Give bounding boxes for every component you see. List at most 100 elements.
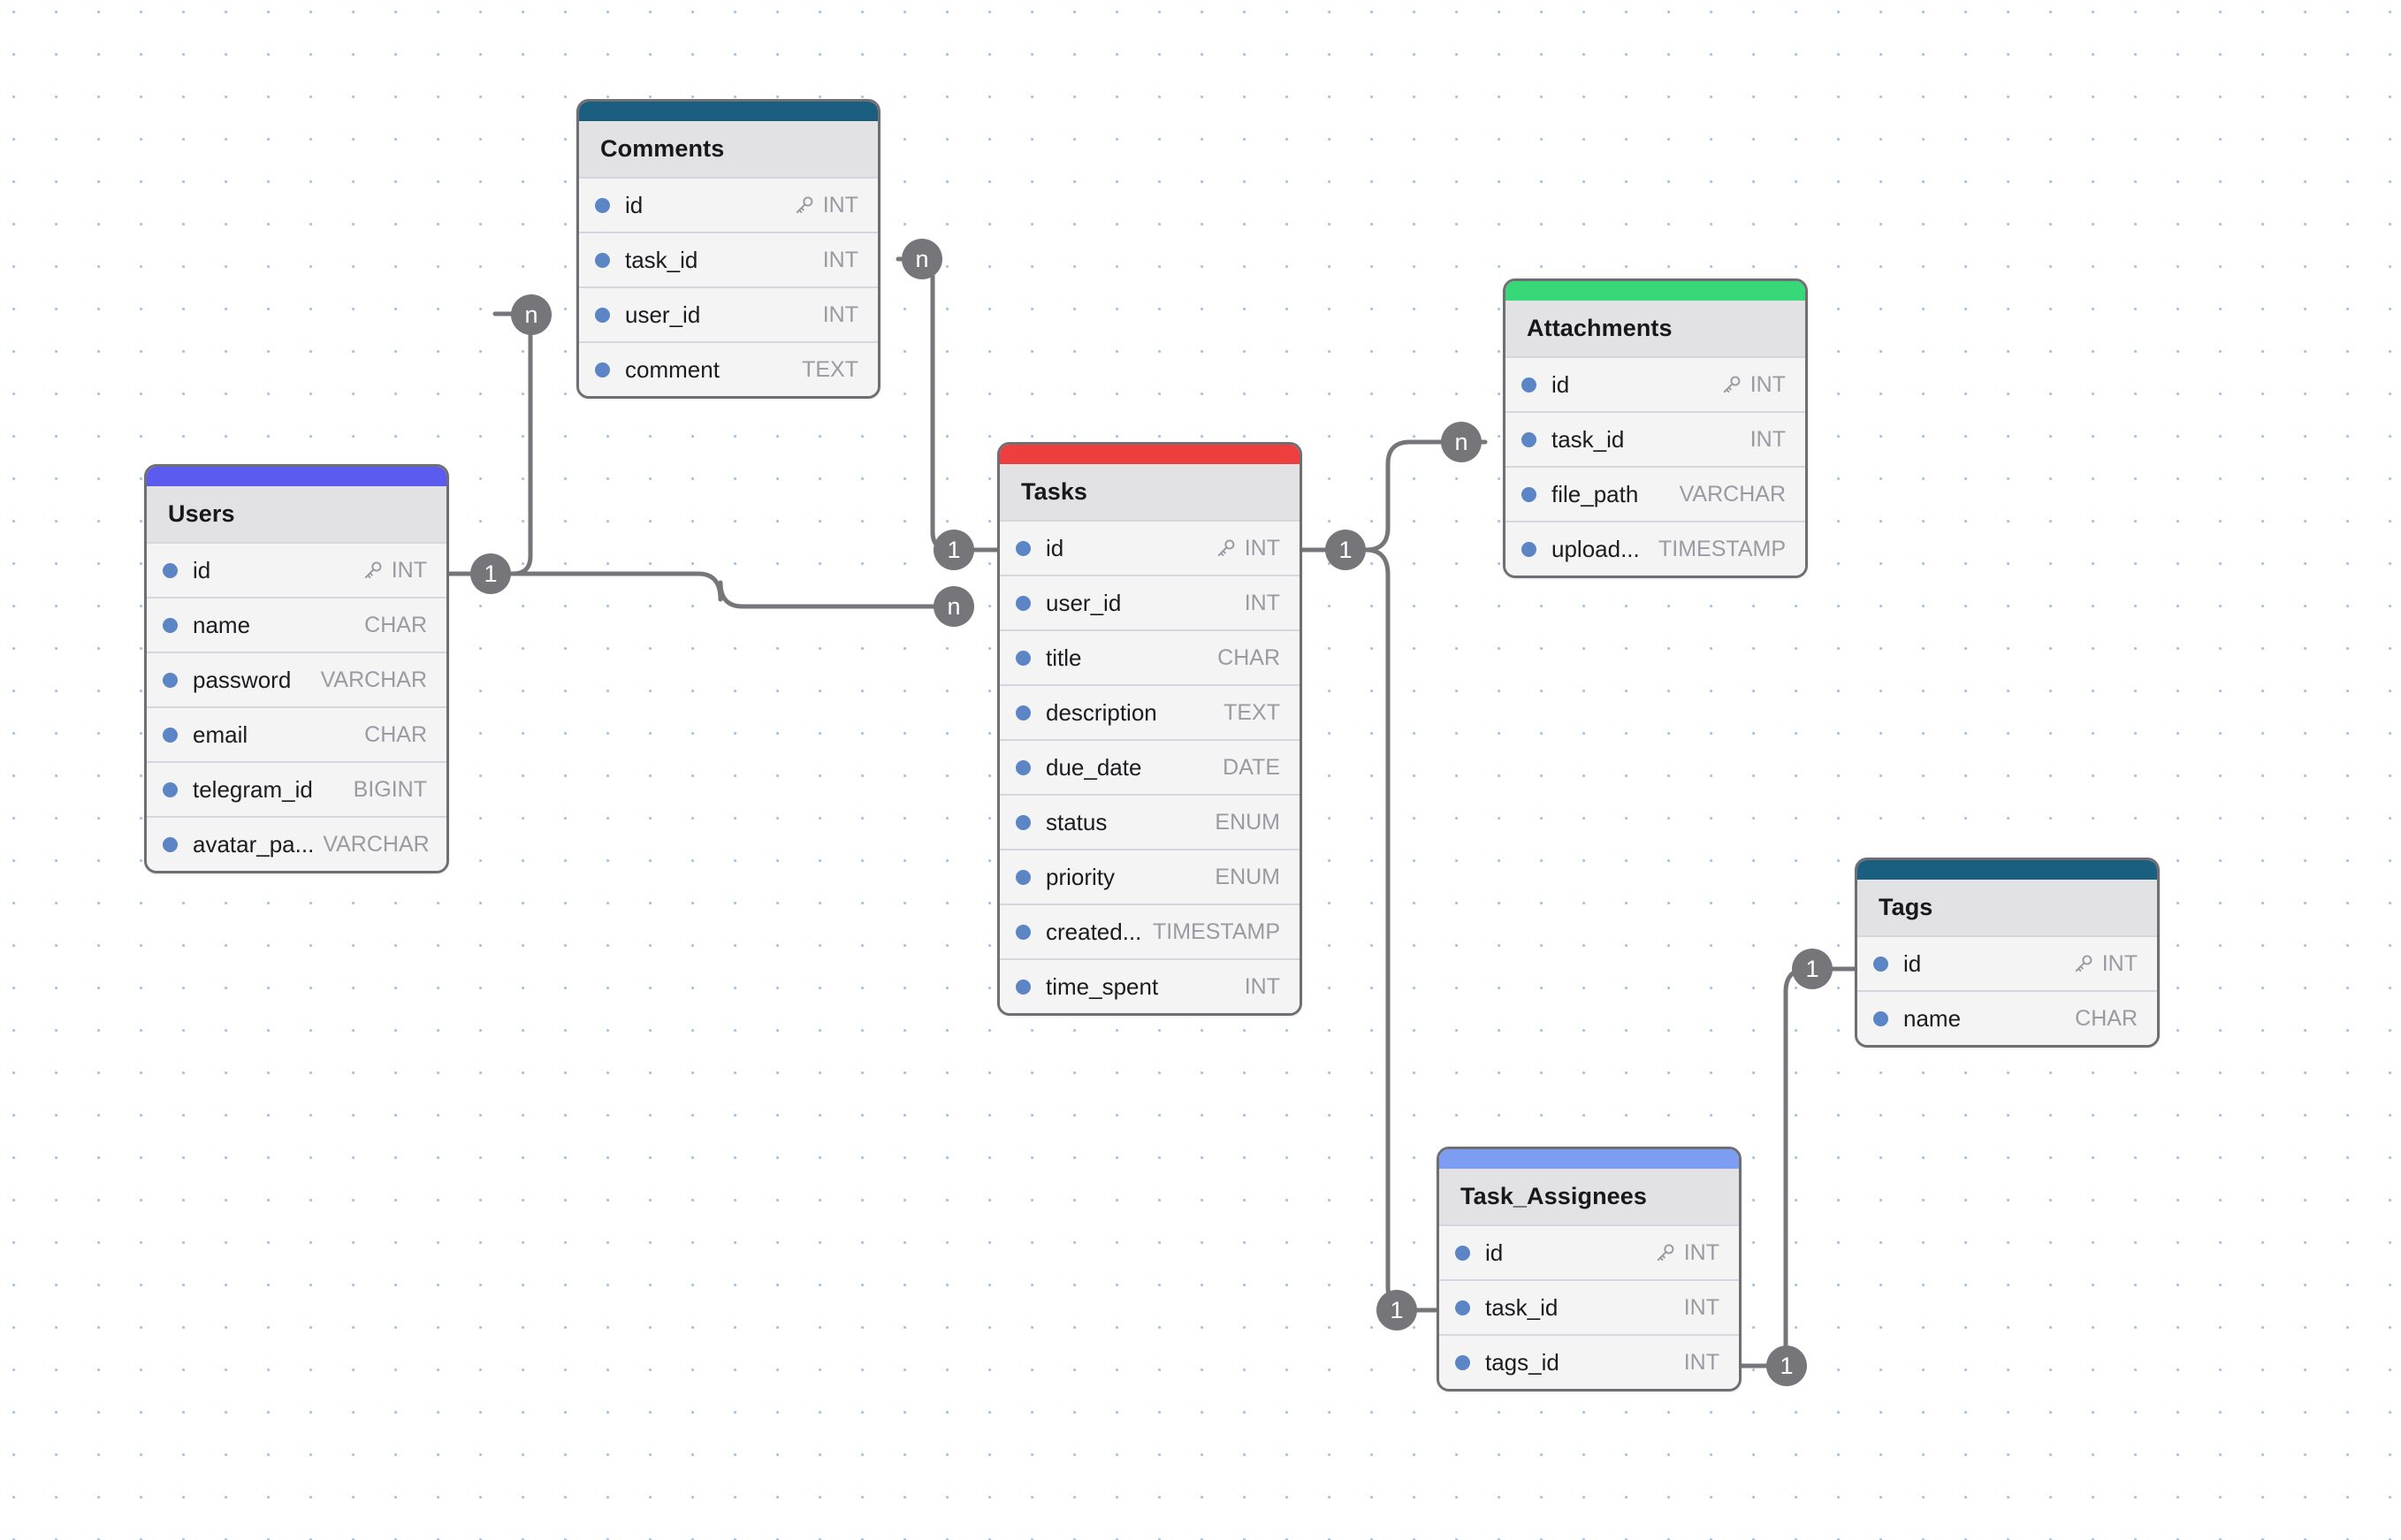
field-row-status[interactable]: status ENUM: [1000, 794, 1300, 849]
field-meta: TIMESTAMP: [1658, 537, 1786, 562]
field-type: INT: [1683, 1349, 1719, 1375]
badge-assignees-task-1: 1: [1376, 1290, 1417, 1330]
field-name: user_id: [625, 301, 701, 328]
field-type: INT: [1749, 371, 1786, 397]
field-meta: VARCHAR: [323, 832, 429, 858]
field-name: avatar_pa...: [193, 830, 315, 858]
field-meta: CHAR: [364, 613, 427, 638]
field-meta: INT: [793, 193, 858, 218]
field-name: file_path: [1551, 480, 1639, 507]
field-type: BIGINT: [353, 776, 427, 802]
field-row-priority[interactable]: priority ENUM: [1000, 849, 1300, 903]
field-name: priority: [1046, 863, 1116, 890]
field-bullet-icon: [1521, 431, 1536, 447]
field-meta: INT: [1215, 536, 1280, 561]
field-type: INT: [2101, 950, 2138, 976]
field-meta: ENUM: [1215, 810, 1280, 835]
table-accent-bar: [1439, 1149, 1739, 1169]
field-row-user_id[interactable]: user_id INT: [579, 286, 878, 341]
field-type: INT: [1683, 1294, 1719, 1320]
field-bullet-icon: [1521, 486, 1536, 502]
field-bullet-icon: [595, 252, 610, 268]
field-row-title[interactable]: title CHAR: [1000, 629, 1300, 684]
table-accent-bar: [579, 102, 878, 121]
table-title: Attachments: [1505, 301, 1805, 356]
field-row-file_path[interactable]: file_path VARCHAR: [1505, 466, 1805, 521]
field-bullet-icon: [163, 727, 178, 743]
field-meta: BIGINT: [354, 777, 427, 803]
table-accent-bar: [147, 467, 446, 486]
field-name: id: [625, 191, 644, 218]
field-row-created[interactable]: created... TIMESTAMP: [1000, 903, 1300, 958]
field-name: id: [193, 556, 211, 583]
field-row-avatar_pa[interactable]: avatar_pa... VARCHAR: [147, 816, 446, 871]
field-type: INT: [822, 192, 858, 217]
field-name: id: [1903, 949, 1922, 977]
field-row-id[interactable]: id INT: [1857, 935, 2157, 990]
field-meta: ENUM: [1215, 865, 1280, 890]
field-meta: INT: [823, 302, 858, 328]
field-name: id: [1485, 1239, 1504, 1266]
field-type: DATE: [1223, 754, 1280, 780]
field-name: time_spent: [1046, 972, 1159, 1000]
table-accent-bar: [1505, 281, 1805, 301]
field-bullet-icon: [1455, 1354, 1470, 1370]
badge-attachments-task-n: n: [1441, 422, 1482, 462]
field-type: TEXT: [1223, 699, 1280, 725]
field-bullet-icon: [1016, 540, 1031, 556]
field-row-id[interactable]: id INT: [1000, 520, 1300, 575]
field-type: TEXT: [802, 356, 858, 382]
badge-users-id-1: 1: [470, 553, 511, 594]
field-meta: INT: [1245, 974, 1280, 1000]
field-meta: VARCHAR: [321, 667, 427, 693]
primary-key-icon: [1657, 1244, 1674, 1262]
field-meta: INT: [2072, 951, 2138, 977]
field-type: TIMESTAMP: [1153, 919, 1280, 944]
field-bullet-icon: [595, 307, 610, 323]
field-type: INT: [822, 247, 858, 272]
badge-tasks-id-left-1: 1: [934, 530, 974, 570]
field-meta: VARCHAR: [1680, 482, 1786, 507]
field-row-password[interactable]: password VARCHAR: [147, 652, 446, 706]
field-meta: TEXT: [802, 357, 858, 383]
field-row-time_spent[interactable]: time_spent INT: [1000, 958, 1300, 1013]
field-name: password: [193, 666, 292, 693]
table-title: Task_Assignees: [1439, 1169, 1739, 1224]
field-name: title: [1046, 644, 1082, 671]
field-name: status: [1046, 808, 1108, 835]
field-meta: INT: [1720, 372, 1786, 398]
field-name: task_id: [1551, 425, 1625, 453]
badge-comments-task-n: n: [902, 239, 942, 279]
field-name: email: [193, 720, 248, 748]
primary-key-icon: [364, 561, 382, 579]
field-meta: CHAR: [1217, 645, 1280, 671]
field-name: id: [1046, 534, 1064, 561]
field-row-upload[interactable]: upload...TIMESTAMP: [1505, 521, 1805, 576]
field-type: VARCHAR: [323, 831, 430, 857]
field-name: created...: [1046, 918, 1142, 945]
field-meta: INT: [1245, 591, 1280, 616]
field-row-id[interactable]: id INT: [579, 177, 878, 232]
